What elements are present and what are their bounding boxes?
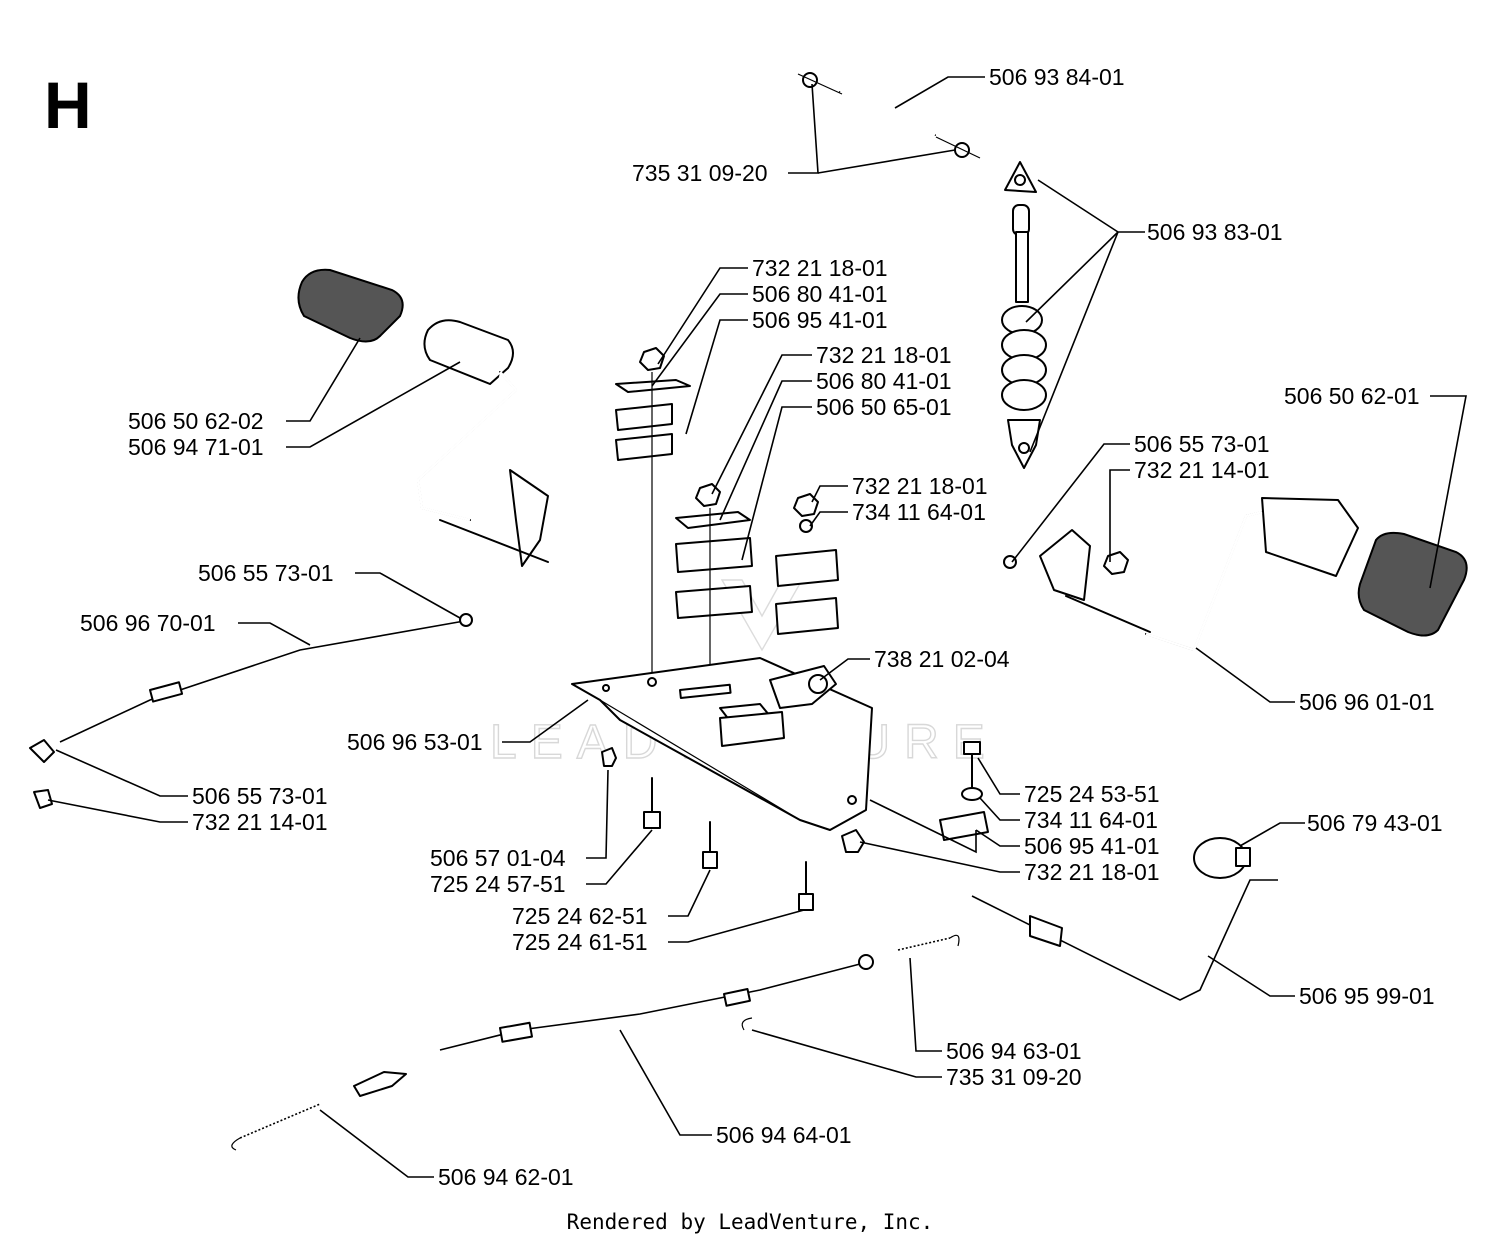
label-506-55-73-01-b: 506 55 73-01 [198, 560, 334, 586]
label-732-21-18-01-b: 732 21 18-01 [816, 342, 952, 368]
label-506-96-70-01: 506 96 70-01 [80, 610, 216, 636]
label-725-24-61-51: 725 24 61-51 [512, 929, 648, 955]
nut-stack-center [675, 483, 753, 672]
pin-part [797, 72, 981, 159]
label-725-24-57-51: 725 24 57-51 [430, 871, 566, 897]
nut-stack-left [615, 347, 691, 680]
left-pedal-arm [416, 319, 549, 567]
upper-cable [29, 613, 473, 809]
label-506-95-99-01: 506 95 99-01 [1299, 983, 1435, 1009]
label-506-50-62-01: 506 50 62-01 [1284, 383, 1420, 409]
leader-lines [47, 76, 1467, 1178]
label-506-93-83-01: 506 93 83-01 [1147, 219, 1283, 245]
label-732-21-14-01-b: 732 21 14-01 [192, 809, 328, 835]
label-506-79-43-01: 506 79 43-01 [1307, 810, 1443, 836]
knob-rod [971, 837, 1278, 1001]
lower-cable [353, 954, 874, 1097]
label-732-21-14-01-a: 732 21 14-01 [1134, 457, 1270, 483]
label-506-55-73-01-c: 506 55 73-01 [192, 783, 328, 809]
spring-upper [897, 934, 960, 951]
label-735-31-09-20-top: 735 31 09-20 [632, 160, 768, 186]
label-506-96-01-01: 506 96 01-01 [1299, 689, 1435, 715]
label-506-95-41-01-a: 506 95 41-01 [752, 307, 888, 333]
label-506-50-62-02: 506 50 62-02 [128, 408, 264, 434]
part-labels: 506 93 84-01 735 31 09-20 506 93 83-01 7… [80, 64, 1443, 1190]
label-506-94-62-01: 506 94 62-01 [438, 1164, 574, 1190]
label-734-11-64-01-b: 734 11 64-01 [1024, 807, 1158, 833]
label-725-24-53-51: 725 24 53-51 [1024, 781, 1160, 807]
label-732-21-18-01-a: 732 21 18-01 [752, 255, 888, 281]
label-506-94-71-01: 506 94 71-01 [128, 434, 264, 460]
label-506-93-84-01: 506 93 84-01 [989, 64, 1125, 90]
label-506-80-41-01-b: 506 80 41-01 [816, 368, 952, 394]
nut-stack-right [775, 493, 839, 635]
base-plate [571, 657, 873, 831]
label-506-50-65-01: 506 50 65-01 [816, 394, 952, 420]
label-506-95-41-01-b: 506 95 41-01 [1024, 833, 1160, 859]
label-506-96-53-01: 506 96 53-01 [347, 729, 483, 755]
right-pedal-arm [1003, 497, 1359, 652]
label-732-21-18-01-c: 732 21 18-01 [852, 473, 988, 499]
label-738-21-02-04: 738 21 02-04 [874, 646, 1010, 672]
section-letter: H [44, 68, 92, 142]
left-pedal-pad [297, 268, 404, 343]
spring-lower [231, 1103, 321, 1151]
label-506-94-64-01: 506 94 64-01 [716, 1122, 852, 1148]
label-506-94-63-01: 506 94 63-01 [946, 1038, 1082, 1064]
label-506-57-01-04: 506 57 01-04 [430, 845, 566, 871]
label-725-24-62-51: 725 24 62-51 [512, 903, 648, 929]
label-735-31-09-20-bottom: 735 31 09-20 [946, 1064, 1082, 1090]
right-pedal-pad [1357, 531, 1468, 637]
footer-credit: Rendered by LeadVenture, Inc. [567, 1210, 934, 1234]
label-734-11-64-01-a: 734 11 64-01 [852, 499, 986, 525]
label-732-21-18-01-d: 732 21 18-01 [1024, 859, 1160, 885]
label-506-55-73-01-a: 506 55 73-01 [1134, 431, 1270, 457]
label-506-80-41-01-a: 506 80 41-01 [752, 281, 888, 307]
shock-absorber-part [1001, 161, 1047, 469]
